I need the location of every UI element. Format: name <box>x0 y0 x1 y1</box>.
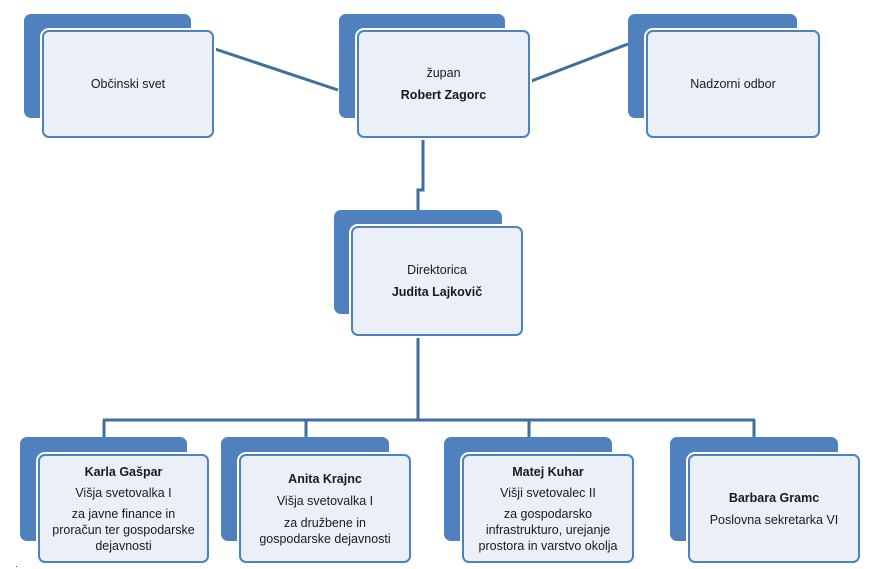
staff-1-name: Karla Gašpar <box>84 464 163 479</box>
staff-3-area-line-1: za gospodarsko <box>503 506 593 521</box>
staff-3-title: Višji svetovalec II <box>500 485 596 500</box>
staff-3-name: Matej Kuhar <box>512 464 584 479</box>
connector-council-mayor <box>211 46 339 92</box>
staff-2-title: Višja svetovalka I <box>276 493 374 508</box>
staff-1-area-line-3: dejavnosti <box>95 538 152 553</box>
node-supervisory-board: Nadzorni odbor <box>628 14 820 140</box>
node-council: Občinski svet <box>24 14 214 140</box>
director-name: Judita Lajkovič <box>391 285 483 299</box>
node-staff-1: Karla Gašpar Višja svetovalka I za javne… <box>20 437 209 563</box>
node-staff-3: Matej Kuhar Višji svetovalec II za gospo… <box>444 437 634 563</box>
staff-3-area-line-3: prostora in varstvo okolja <box>478 538 618 553</box>
node-mayor: župan Robert Zagorc <box>339 14 530 140</box>
staff-3-area-line-2: infrastrukturo, urejanje <box>485 522 611 537</box>
staff-4-title: Poslovna sekretarka VI <box>709 512 839 527</box>
staff-4-name: Barbara Gramc <box>728 490 820 505</box>
node-staff-4: Barbara Gramc Poslovna sekretarka VI <box>670 437 860 563</box>
staff-2-area-line-2: gospodarske dejavnosti <box>259 531 391 546</box>
mayor-name: Robert Zagorc <box>400 88 487 102</box>
corner-dot <box>16 566 17 567</box>
connector-mayor-director <box>416 140 425 210</box>
mayor-role: župan <box>426 66 461 80</box>
staff-1-area-line-2: proračun ter gospodarske <box>52 522 195 537</box>
node-staff-2: Anita Krajnc Višja svetovalka I za družb… <box>221 437 411 563</box>
staff-1-area-line-1: za javne finance in <box>71 506 176 521</box>
node-director: Direktorica Judita Lajkovič <box>334 210 523 336</box>
staff-1-title: Višja svetovalka I <box>75 485 172 500</box>
council-label: Občinski svet <box>90 77 166 91</box>
director-role: Direktorica <box>407 263 467 277</box>
staff-2-name: Anita Krajnc <box>288 471 362 486</box>
staff-2-area-line-1: za družbene in <box>283 515 366 530</box>
supervisory-label: Nadzorni odbor <box>690 77 776 91</box>
